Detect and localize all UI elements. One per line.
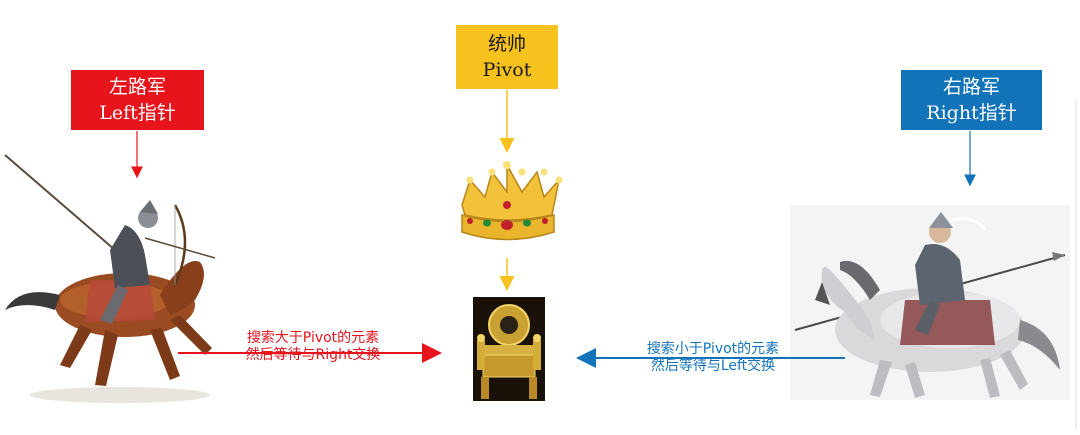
horse-archer-illustration (4, 154, 216, 403)
throne-icon (473, 297, 545, 401)
left-pointer-subtitle: Left指针 (99, 102, 176, 124)
right-pointer-subtitle: Right指针 (926, 102, 1017, 124)
page-edge-divider (1075, 100, 1077, 430)
left-caption-line1: 搜索大于Pivot的元素 (246, 330, 380, 346)
right-pointer-label: 右路军 Right指针 (901, 70, 1042, 130)
left-pointer-label: 左路军 Left指针 (71, 70, 204, 130)
right-caption: 搜索小于Pivot的元素 然后等待与Left交换 (618, 341, 808, 375)
spear-cavalry-illustration (790, 205, 1070, 400)
crown-icon (461, 161, 563, 241)
left-caption-line2: 然后等待与Right交换 (245, 347, 381, 363)
left-caption: 搜索大于Pivot的元素 然后等待与Right交换 (218, 330, 408, 364)
right-caption-line2: 然后等待与Left交换 (650, 358, 776, 374)
pivot-title: 统帅 (487, 33, 526, 55)
left-pointer-title: 左路军 (108, 76, 166, 98)
pivot-label: 统帅 Pivot (456, 25, 558, 89)
right-pointer-title: 右路军 (942, 76, 1000, 98)
pivot-subtitle: Pivot (482, 59, 532, 81)
right-caption-line1: 搜索小于Pivot的元素 (646, 341, 780, 357)
